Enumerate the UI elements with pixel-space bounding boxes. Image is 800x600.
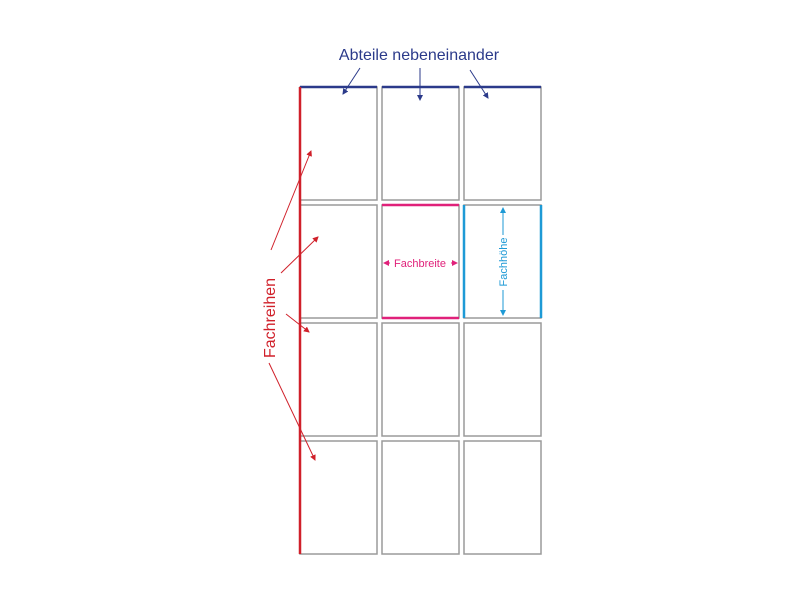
shelf-compartment	[299, 322, 378, 437]
arrow-icon	[469, 69, 489, 99]
shelf-compartment	[299, 86, 378, 201]
shelf-compartment	[381, 204, 460, 319]
compartments-label: Abteile nebeneinander	[339, 47, 500, 64]
rows-label: Fachreihen	[262, 278, 279, 358]
shelf-compartment	[463, 322, 542, 437]
shelf-compartment	[299, 204, 378, 319]
arrow-icon	[280, 236, 319, 274]
arrow-icon	[285, 313, 310, 333]
arrow-icon	[342, 67, 361, 95]
arrow-icon	[270, 150, 312, 251]
arrow-icon	[268, 362, 316, 461]
shelf-compartment	[381, 322, 460, 437]
shelf-compartment	[381, 86, 460, 201]
shelf-grid	[299, 86, 542, 555]
shelf-compartment	[463, 440, 542, 555]
height-label: Fachhöhe	[498, 238, 510, 287]
shelf-compartment	[381, 440, 460, 555]
shelf-compartment	[463, 86, 542, 201]
shelf-compartment	[299, 440, 378, 555]
width-label: Fachbreite	[394, 258, 446, 270]
